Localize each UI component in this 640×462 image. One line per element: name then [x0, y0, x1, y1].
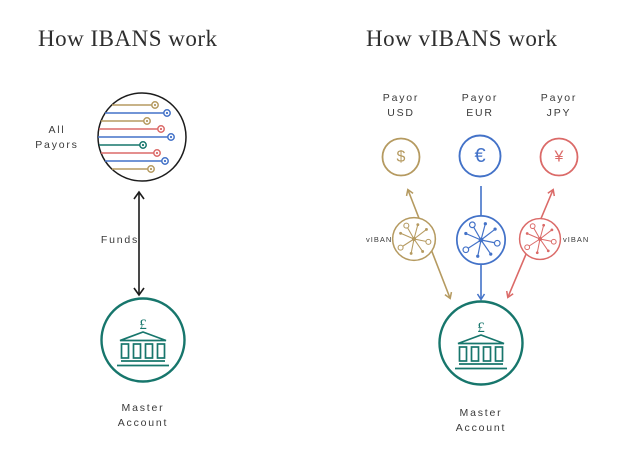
master-account-bank-icon-right: £ [438, 300, 524, 386]
master-account-label-left: Master Account [117, 402, 169, 429]
currency-jpy-icon: ¥ [539, 137, 579, 177]
svg-text:$: $ [397, 149, 406, 166]
viban-label-left: vIBAN [366, 235, 393, 244]
currency-usd-icon: $ [381, 137, 421, 177]
viban-network-usd-icon [391, 216, 437, 262]
svg-text:¥: ¥ [554, 149, 564, 166]
master-account-label-right: Master Account [455, 407, 507, 434]
viban-label-right: vIBAN [563, 235, 590, 244]
currency-eur-icon: € [458, 134, 502, 178]
bank-currency-glyph: £ [477, 320, 485, 336]
funds-flow-arrow [133, 190, 145, 297]
svg-text:€: € [474, 145, 485, 167]
master-account-bank-icon-left: £ [100, 297, 186, 383]
payor-jpy-label: Payor JPY [540, 92, 578, 119]
page-title-iban: How IBANS work [38, 26, 218, 51]
all-payors-label: All Payors [35, 124, 79, 151]
page-title-viban: How vIBANS work [366, 26, 558, 51]
all-payors-icon [97, 92, 187, 182]
payor-usd-label: Payor USD [382, 92, 420, 119]
bank-currency-glyph: £ [139, 317, 147, 333]
payor-eur-label: Payor EUR [461, 92, 499, 119]
viban-network-jpy-icon [518, 217, 562, 261]
viban-network-eur-icon [455, 214, 507, 266]
funds-label: Funds [100, 234, 140, 246]
